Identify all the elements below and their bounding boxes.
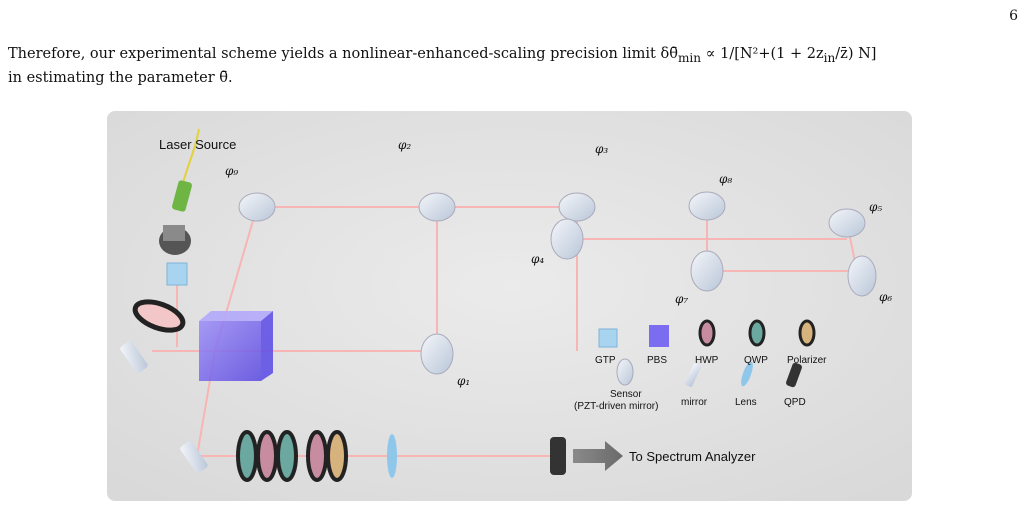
pbs-cube-side xyxy=(261,311,273,381)
output-label: To Spectrum Analyzer xyxy=(629,449,756,464)
pbs-cube-top xyxy=(199,311,273,321)
legend-sensor-swatch xyxy=(616,358,634,386)
legend: GTP PBS HWP QWP Polarizer Sensor (PZT-dr… xyxy=(574,319,827,412)
legend-qwp-swatch xyxy=(748,319,766,347)
paragraph-text-1: Therefore, our experimental scheme yield… xyxy=(8,46,678,62)
legend-qwp-label: QWP xyxy=(744,355,768,366)
legend-lens-label: Lens xyxy=(735,397,757,408)
mirror-phi9 xyxy=(238,192,276,222)
legend-polarizer-swatch xyxy=(798,319,816,347)
paragraph-text-2: ∝ 1/[N²+(1 + 2z xyxy=(701,46,824,62)
legend-hwp-swatch xyxy=(698,319,716,347)
setup-figure: Laser Source To Spectrum Analyzer φ₉ φ₂ … xyxy=(107,111,912,501)
collimator-body xyxy=(163,225,185,241)
legend-mirror-label: mirror xyxy=(681,397,708,408)
mirror-bottom xyxy=(180,441,208,473)
mirror-phi8 xyxy=(688,191,726,221)
paragraph-sub-min: min xyxy=(677,50,702,65)
input-polarizer xyxy=(132,299,186,333)
mirrors xyxy=(120,191,877,473)
legend-qpd-label: QPD xyxy=(784,397,806,408)
waveplate-stack xyxy=(236,430,348,482)
waveplate-3 xyxy=(276,430,298,482)
sensor-phi4 xyxy=(550,218,584,260)
phase-label-phi9: φ₉ xyxy=(225,164,238,178)
paragraph-line-2: in estimating the parameter θ̄. xyxy=(8,69,233,86)
mirror-left xyxy=(120,341,148,373)
page-number: 6 xyxy=(1009,8,1018,24)
legend-qpd-swatch xyxy=(786,362,802,388)
paragraph-text-3: /z̄) N] xyxy=(835,46,877,62)
legend-mirror-swatch xyxy=(684,363,702,387)
sensor-phi7 xyxy=(690,250,724,292)
paragraph-sub-in: in xyxy=(823,50,836,65)
legend-pbs-label: PBS xyxy=(647,355,667,366)
fiber-cable xyxy=(182,128,200,184)
mirror-phi5 xyxy=(828,208,866,238)
waveplate-5 xyxy=(326,430,348,482)
fiber-coupler xyxy=(172,180,192,212)
phase-label-phi2: φ₂ xyxy=(398,138,411,152)
pbs-cube xyxy=(199,321,261,381)
legend-hwp-label: HWP xyxy=(695,355,719,366)
mirror-phi3 xyxy=(558,192,596,222)
phase-label-phi5: φ₅ xyxy=(869,200,882,214)
phase-label-phi6: φ₆ xyxy=(879,290,892,304)
waveplate-2 xyxy=(256,430,278,482)
phase-label-phi7: φ₇ xyxy=(675,292,688,306)
mirror-phi2 xyxy=(418,192,456,222)
qpd-detector xyxy=(550,437,566,475)
phase-label-phi1: φ₁ xyxy=(457,374,470,388)
legend-gtp-swatch xyxy=(598,328,618,348)
output-arrow xyxy=(573,441,623,471)
phase-label-phi3: φ₃ xyxy=(595,142,608,156)
legend-sensor-label: Sensor xyxy=(610,389,642,400)
legend-pbs-swatch xyxy=(649,325,669,347)
legend-sensor-sublabel: (PZT-driven mirror) xyxy=(574,401,658,412)
body-paragraph: Therefore, our experimental scheme yield… xyxy=(8,44,1020,88)
setup-diagram: Laser Source To Spectrum Analyzer φ₉ φ₂ … xyxy=(107,111,912,501)
sensor-phi6 xyxy=(847,255,877,297)
legend-gtp-label: GTP xyxy=(595,355,616,366)
phase-label-phi4: φ₄ xyxy=(531,252,544,266)
legend-polarizer-label: Polarizer xyxy=(787,355,827,366)
waveplate-4 xyxy=(306,430,328,482)
phase-label-phi8: φ₈ xyxy=(719,172,732,186)
sensor-phi1 xyxy=(420,333,454,375)
legend-lens-swatch xyxy=(741,361,753,387)
laser-source-label: Laser Source xyxy=(159,137,236,152)
lens xyxy=(387,434,397,478)
gtp-near-laser xyxy=(166,262,188,286)
waveplate-1 xyxy=(236,430,258,482)
